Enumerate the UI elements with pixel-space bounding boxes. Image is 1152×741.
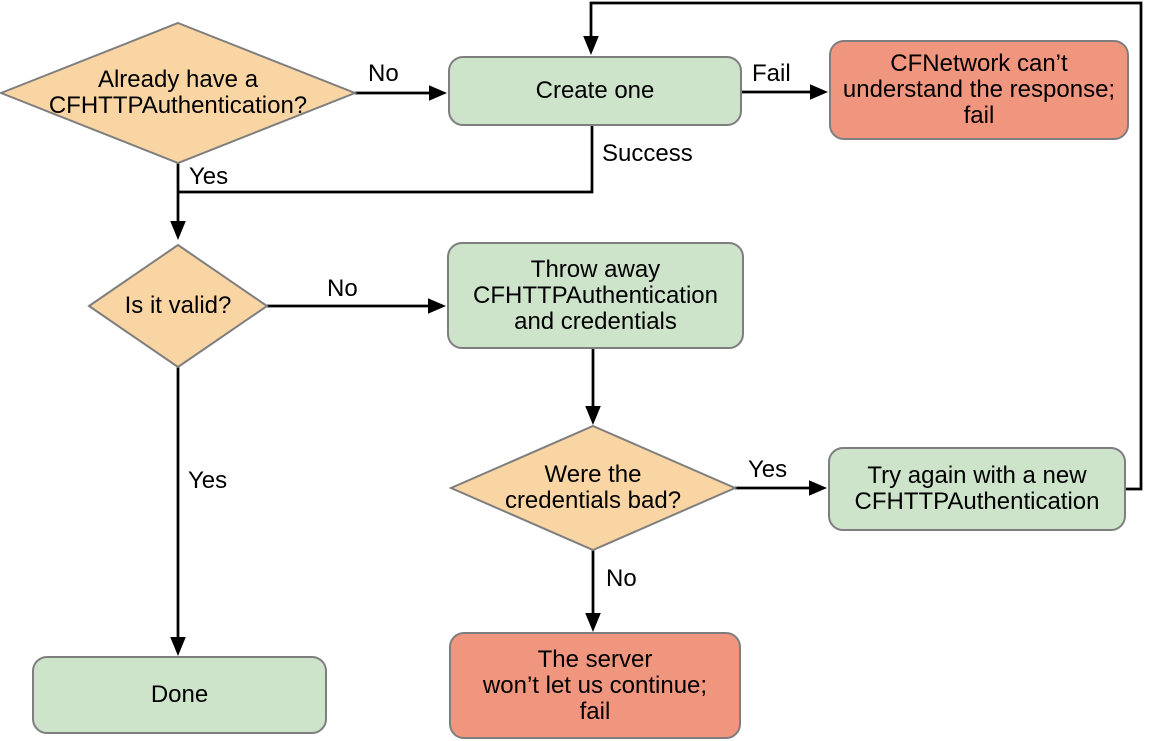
process-done-shape (32, 656, 327, 734)
arrowhead-icon (170, 637, 186, 656)
connector-throw-away-to-were-credentials-bad (585, 348, 601, 425)
arrowhead-icon (810, 84, 828, 100)
connector-try-again-loop-to-create-one (583, 1, 1143, 491)
connector-is-it-valid-to-throw-away (267, 298, 446, 314)
connector-were-credentials-bad-to-server-fail (585, 550, 601, 632)
edge-label-no-create: No (368, 60, 399, 87)
node-label-throw-away: Throw away CFHTTPAuthentication and cred… (473, 255, 718, 335)
process-try-again-shape (828, 447, 1126, 531)
connector-is-it-valid-to-done (170, 367, 186, 656)
decision-already-have-shape (0, 21, 358, 165)
arrowhead-icon (585, 406, 601, 425)
arrowhead-icon (428, 298, 446, 314)
node-label-is-it-valid: Is it valid? (124, 292, 232, 319)
edge-label-yes-retry: Yes (748, 456, 788, 483)
node-label-credentials-bad: Were the credentials bad? (504, 461, 682, 514)
edge-label-fail: Fail (752, 60, 791, 87)
connector-already-have-to-is-it-valid (170, 163, 186, 240)
failure-server-shape (449, 632, 741, 739)
edge-label-yes-done: Yes (188, 467, 228, 494)
arrowhead-icon (585, 613, 601, 632)
edge-label-no-server: No (606, 565, 637, 592)
connector-already-have-to-create-one (355, 85, 447, 101)
node-label-try-again: Try again with a new CFHTTPAuthenticatio… (854, 462, 1100, 515)
edge-label-no-invalid: No (327, 275, 358, 302)
node-label-server-fail: The server won’t let us continue; fail (482, 645, 708, 725)
connector-create-one-to-cfnetwork-fail (741, 84, 828, 100)
arrowhead-icon (583, 36, 599, 55)
decision-is-it-valid-shape (87, 243, 269, 369)
decision-credentials-bad-shape (448, 424, 738, 552)
node-label-cfnetwork-fail: CFNetwork can’t understand the response;… (842, 50, 1116, 129)
connector-were-credentials-bad-to-try-again (735, 480, 827, 496)
process-throw-away-shape (447, 242, 744, 349)
failure-cfnetwork-shape (829, 40, 1129, 140)
edge-label-yes-valid-check: Yes (189, 163, 229, 190)
process-create-one-shape (448, 56, 742, 126)
node-label-create-one: Create one (535, 77, 655, 104)
arrowhead-icon (809, 480, 827, 496)
arrowhead-icon (170, 221, 186, 240)
edge-label-success: Success (602, 140, 693, 167)
node-label-already-have: Already have a CFHTTPAuthentication? (48, 66, 308, 119)
connector-create-one-success-merge (178, 125, 594, 194)
node-label-done: Done (150, 681, 209, 708)
arrowhead-icon (429, 85, 447, 101)
